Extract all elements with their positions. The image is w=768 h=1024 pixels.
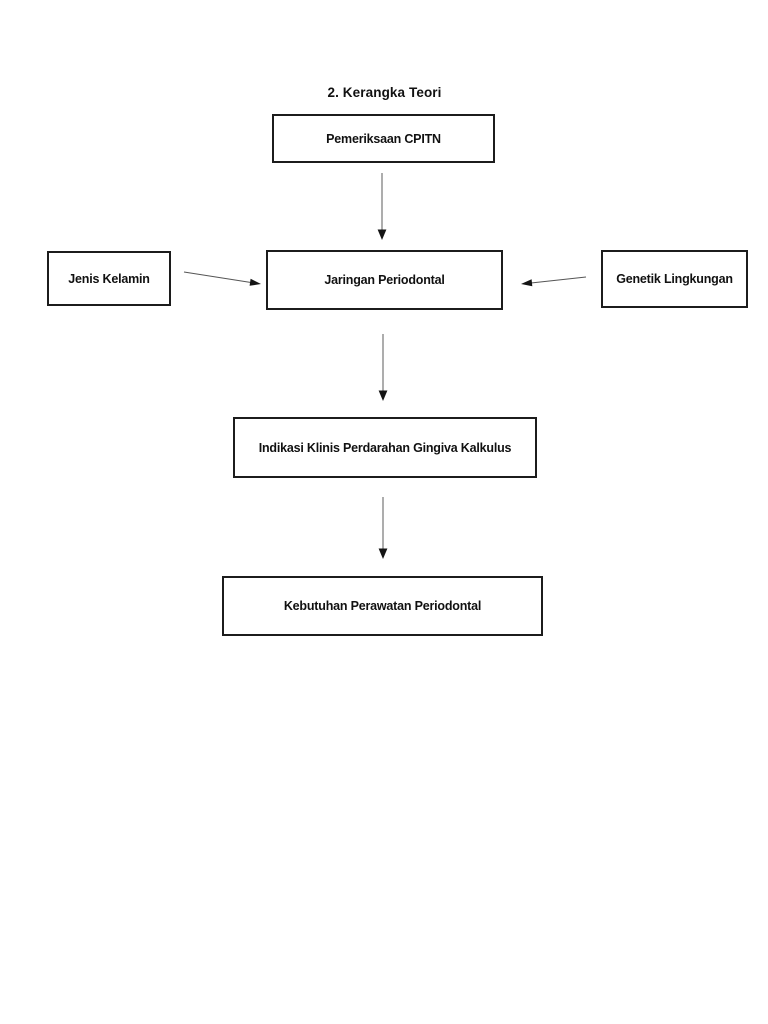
node-jaringan-periodontal: Jaringan Periodontal xyxy=(266,250,503,310)
node-indikasi-klinis: Indikasi Klinis Perdarahan Gingiva Kalku… xyxy=(233,417,537,478)
node-genetik-lingkungan-label: Genetik Lingkungan xyxy=(616,272,733,286)
arrow-pemeriksaan-to-jaringan xyxy=(377,173,387,240)
arrow-indikasi-to-kebutuhan xyxy=(378,497,388,559)
node-jenis-kelamin: Jenis Kelamin xyxy=(47,251,171,306)
node-genetik-lingkungan: Genetik Lingkungan xyxy=(601,250,748,308)
node-pemeriksaan-cpitn-label: Pemeriksaan CPITN xyxy=(326,131,441,146)
node-jenis-kelamin-label: Jenis Kelamin xyxy=(68,271,150,286)
diagram-title: 2. Kerangka Teori xyxy=(327,85,442,100)
arrow-jaringan-to-indikasi xyxy=(378,334,388,401)
arrow-genetik-to-jaringan xyxy=(521,276,587,287)
node-jaringan-periodontal-label: Jaringan Periodontal xyxy=(324,273,445,287)
node-pemeriksaan-cpitn: Pemeriksaan CPITN xyxy=(272,114,495,163)
node-indikasi-klinis-label: Indikasi Klinis Perdarahan Gingiva Kalku… xyxy=(258,440,512,455)
arrow-jenis-kelamin-to-jaringan xyxy=(183,271,261,286)
node-kebutuhan-perawatan: Kebutuhan Perawatan Periodontal xyxy=(222,576,543,636)
node-kebutuhan-perawatan-label: Kebutuhan Perawatan Periodontal xyxy=(283,599,482,613)
